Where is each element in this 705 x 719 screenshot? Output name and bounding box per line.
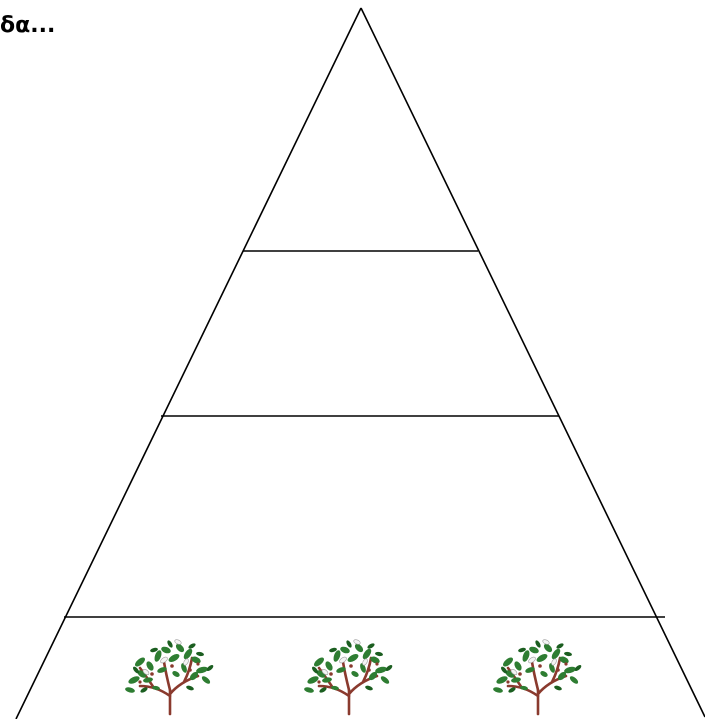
pyramid-left-edge — [16, 8, 361, 719]
tree-icon — [125, 639, 215, 714]
tree-icon — [304, 639, 394, 714]
pyramid-right-edge — [361, 8, 705, 717]
tree-icon — [493, 639, 583, 714]
